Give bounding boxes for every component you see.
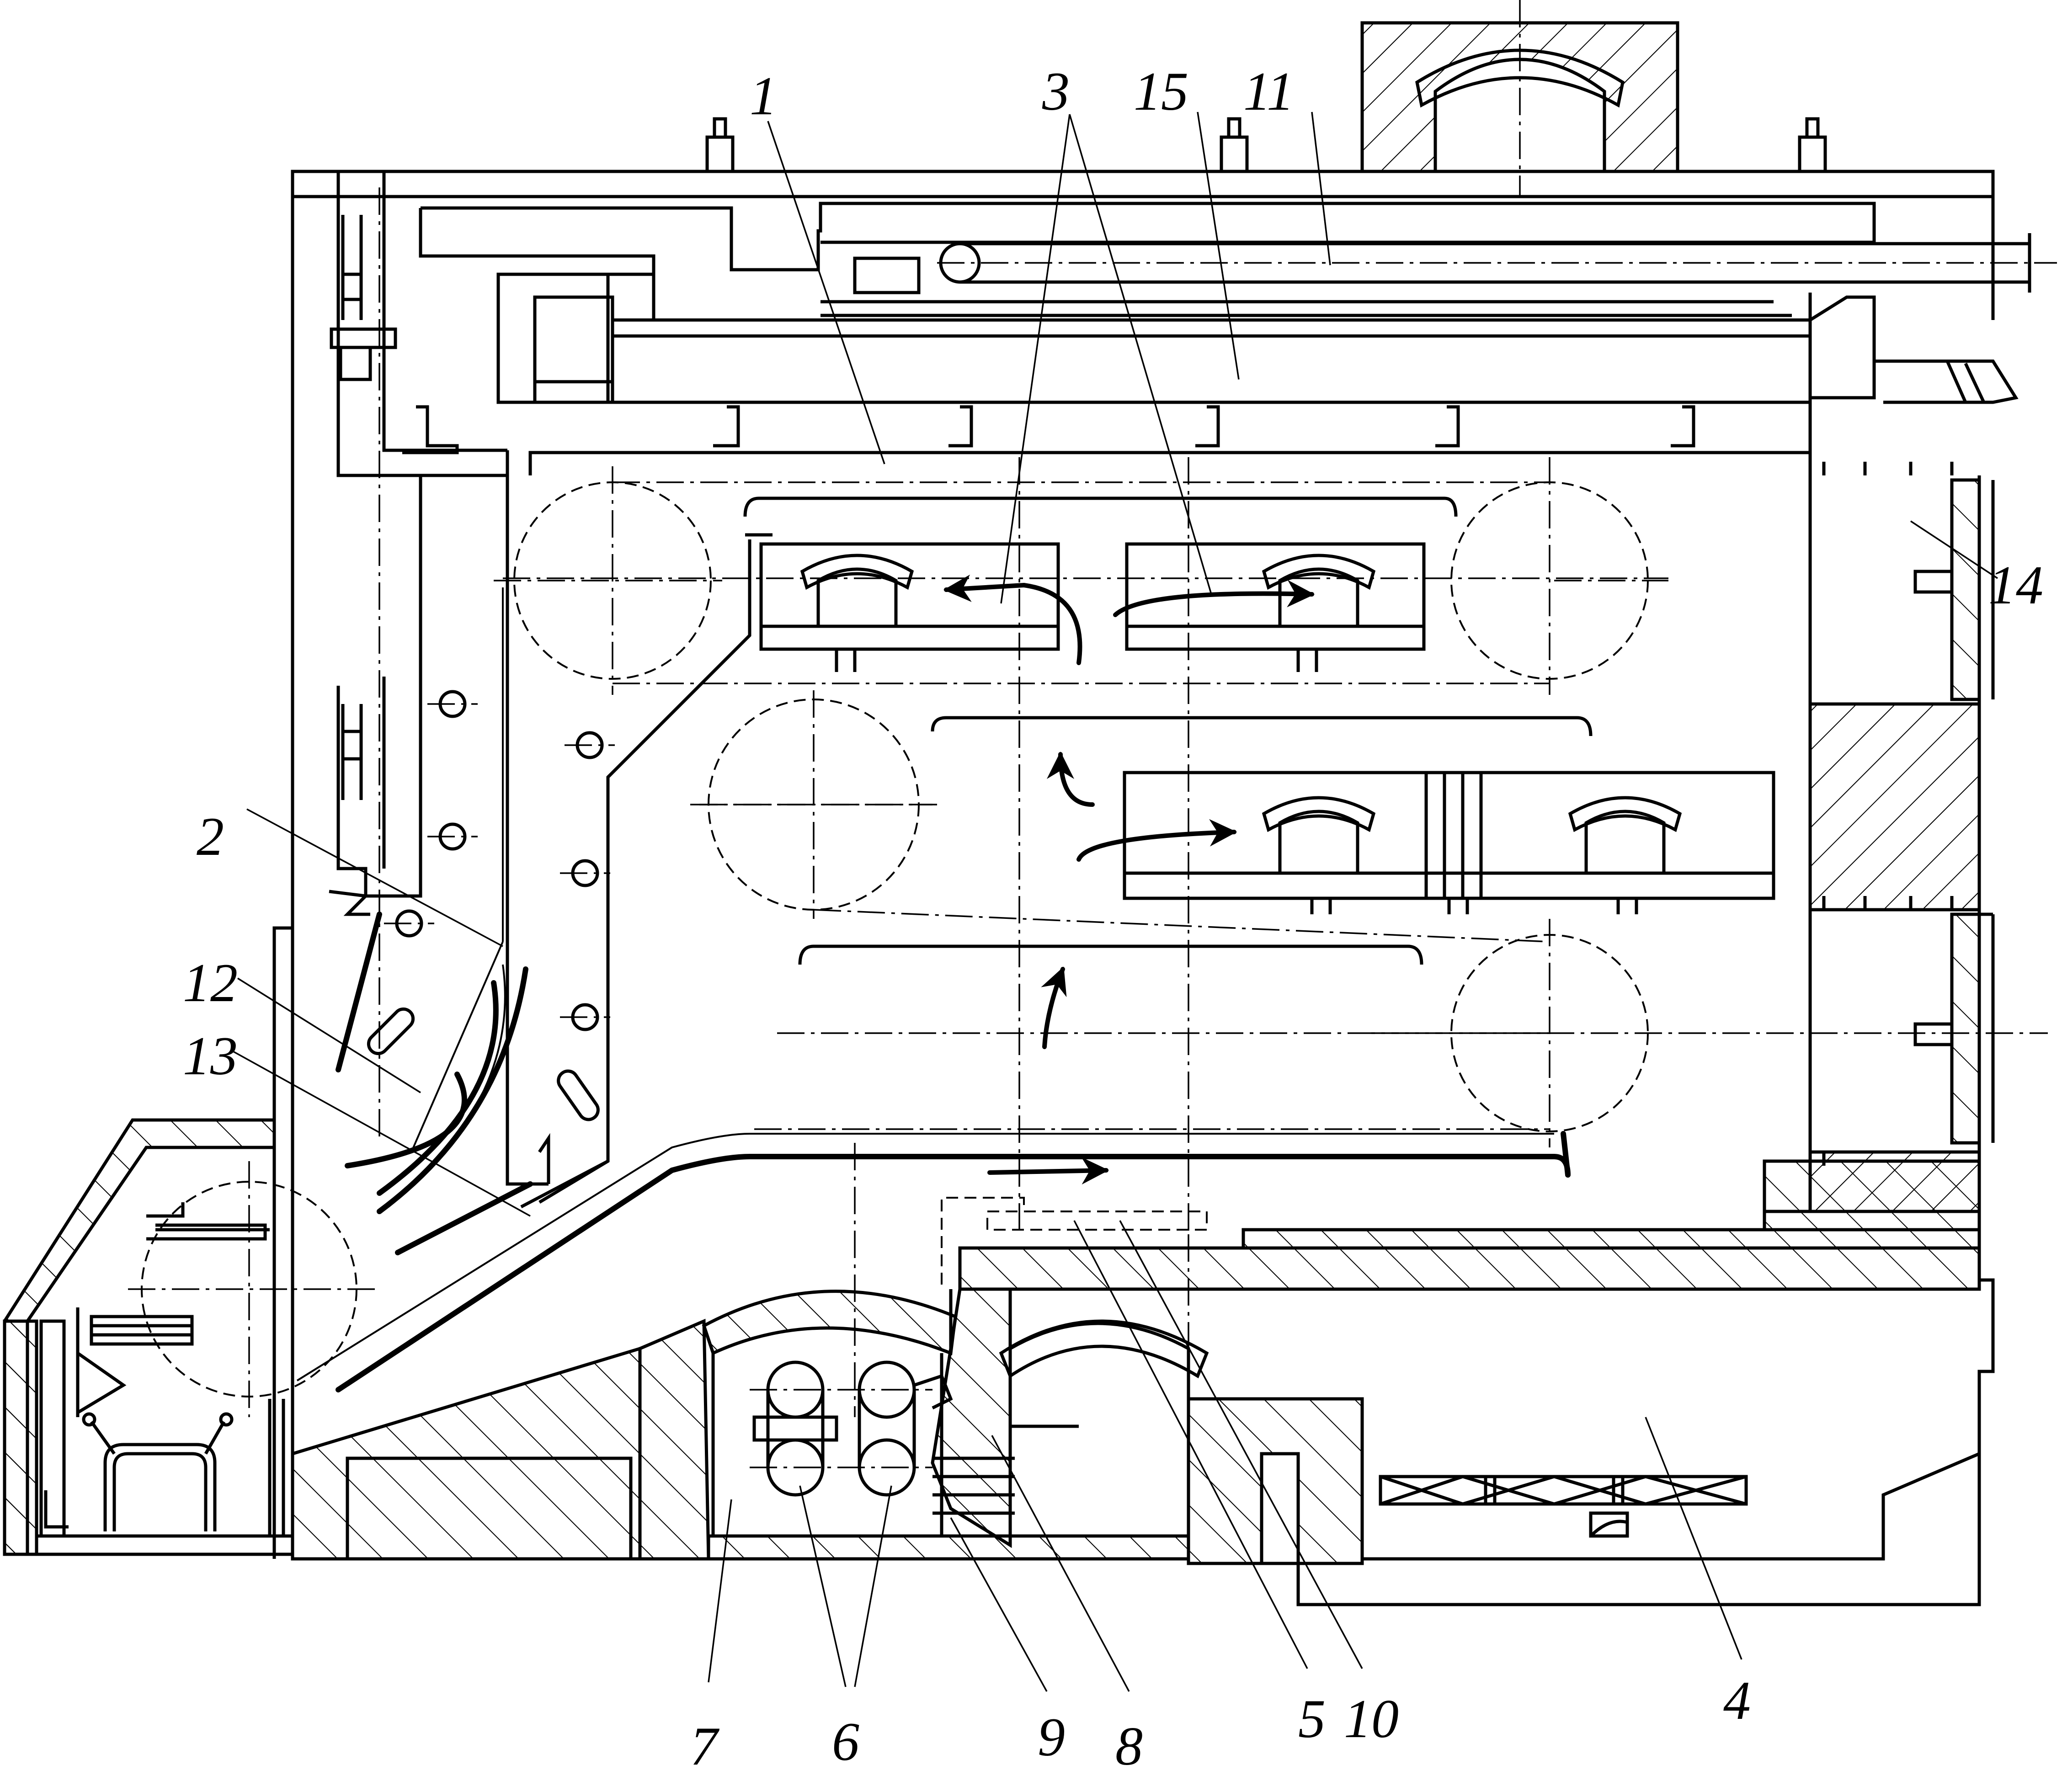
right-end-wall [1808, 453, 1995, 1213]
callout-9: 9 [1038, 1707, 1065, 1767]
rail-brackets [402, 405, 1695, 454]
gas-duct [941, 1197, 1208, 1285]
mould-top-right [1125, 542, 1426, 672]
working-chamber [296, 451, 1810, 1392]
conveyor-belt-path [128, 457, 2048, 1417]
callout-2: 2 [197, 806, 224, 867]
callout-6: 6 [832, 1711, 859, 1772]
callout-15: 15 [1134, 61, 1188, 122]
gas-flow-arrows [943, 574, 1315, 1185]
roof-bolts [705, 117, 1827, 173]
top-flue-block [1360, 0, 1679, 197]
callout-10: 10 [1344, 1688, 1399, 1749]
curved-guide-plates [336, 912, 528, 1214]
mould-middle-pair [1123, 771, 1775, 914]
callout-3: 3 [1042, 61, 1070, 122]
left-channel [329, 171, 509, 1143]
mould-top-left [759, 542, 1060, 672]
callout-14: 14 [1988, 555, 2043, 615]
left-lower-housing [3, 1118, 293, 1556]
leader-lines [233, 112, 1998, 1692]
belt-shelves [743, 496, 1593, 965]
callout-5: 5 [1298, 1688, 1326, 1749]
callout-7: 7 [690, 1716, 720, 1776]
callout-12: 12 [183, 952, 238, 1013]
hearth-slab [949, 1159, 1981, 1349]
top-duct [419, 202, 2057, 404]
callout-13: 13 [183, 1025, 238, 1086]
callout-4: 4 [1723, 1670, 1751, 1731]
callout-labels: 1 2 3 4 5 6 7 8 9 10 11 12 13 14 15 [183, 61, 2043, 1776]
callout-8: 8 [1115, 1716, 1143, 1776]
bottom-masonry [291, 1278, 1995, 1606]
callout-1: 1 [750, 65, 777, 126]
guide-rollers [367, 690, 615, 1121]
callout-11: 11 [1243, 61, 1294, 122]
